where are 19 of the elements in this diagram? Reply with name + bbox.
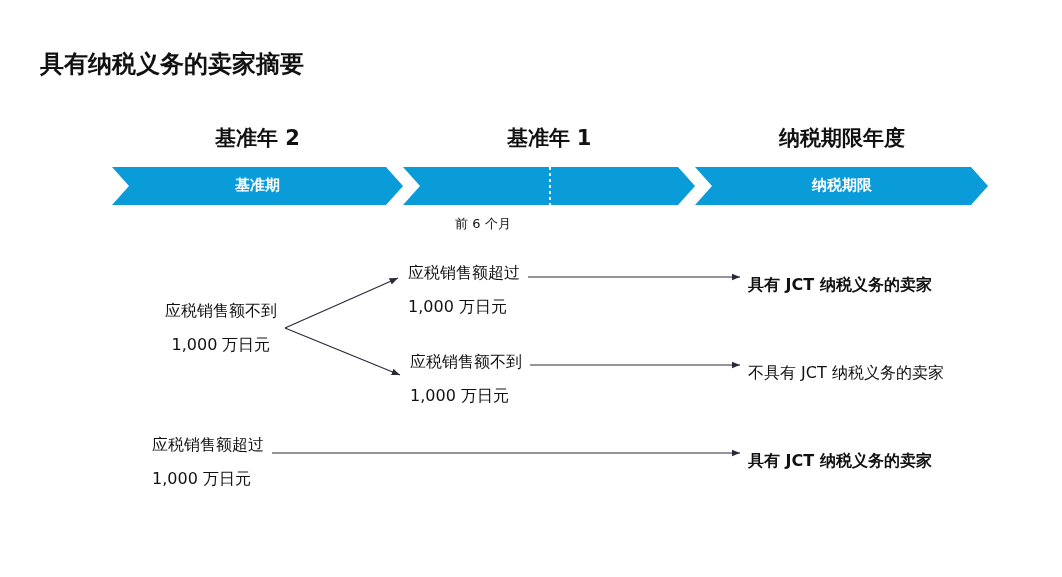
band-label: 纳税期限 <box>811 176 872 194</box>
outcome-text: 应税销售额不到 1,000 万日元 <box>146 294 296 362</box>
period-note: 前 6 个月 <box>455 215 511 233</box>
arrow <box>529 361 741 369</box>
outcome-text: 不具有 JCT 纳税义务的卖家 <box>748 356 988 390</box>
outcome-text: 具有 JCT 纳税义务的卖家 <box>748 268 988 302</box>
arrow <box>527 273 741 281</box>
arrow <box>284 327 401 376</box>
arrow <box>284 277 399 329</box>
outcome-text: 应税销售额超过 1,000 万日元 <box>408 256 556 324</box>
band-label: 基准期 <box>235 176 280 194</box>
period-heading: 纳税期限年度 <box>778 126 905 150</box>
outcome-text: 应税销售额超过 1,000 万日元 <box>152 428 302 496</box>
arrow <box>271 449 741 457</box>
period-heading: 基准年 1 <box>506 126 592 150</box>
outcome-text: 具有 JCT 纳税义务的卖家 <box>748 444 988 478</box>
title: 具有纳税义务的卖家摘要 <box>40 49 304 80</box>
outcome-text: 应税销售额不到 1,000 万日元 <box>410 345 558 413</box>
period-heading: 基准年 2 <box>215 126 300 150</box>
